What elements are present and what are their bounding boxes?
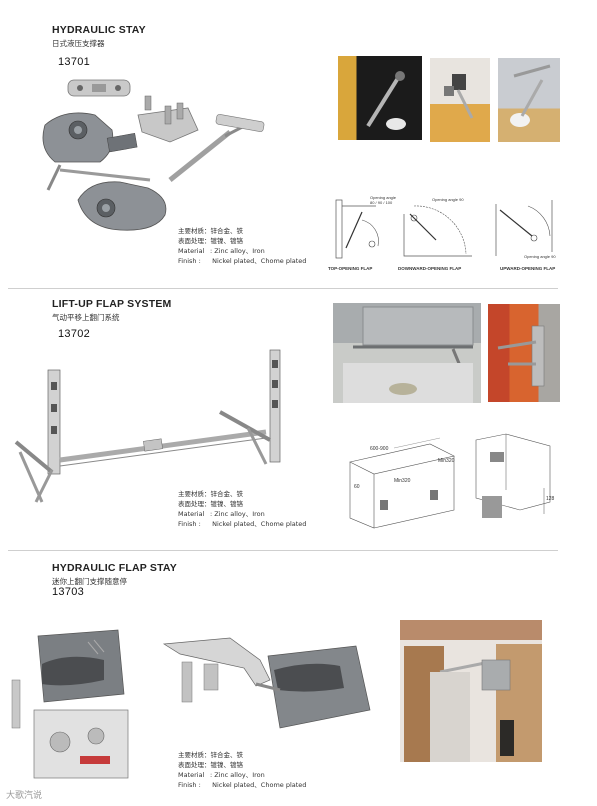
spec-finish-en: Finish : Nickel plated、Chome plated	[178, 519, 306, 529]
section1-code: 13701	[58, 56, 91, 68]
spec-finish-label: Finish :	[178, 781, 201, 789]
photo-downward-opening	[430, 58, 490, 142]
spec-finish-value: Nickel plated、Chome plated	[212, 520, 307, 528]
spec-finish-en: Finish : Nickel plated、Chome plated	[178, 256, 306, 266]
left-bracket	[14, 369, 61, 503]
spec-material-cn: 主要材质：锌合金、铁	[178, 490, 243, 498]
spec-material-label: Material	[178, 771, 205, 779]
diagram-note-1: Opening angle 80 / 90 / 100	[370, 195, 397, 205]
damper-body-upper	[42, 112, 138, 163]
damper-body-lower	[77, 181, 167, 231]
dim-600-900: 600-900	[370, 446, 389, 452]
section3-code: 13703	[52, 586, 85, 598]
diagram-note-3: Opening angle 90	[524, 254, 556, 259]
spec-finish-cn: 表面处理：镀镍、镀铬	[178, 500, 243, 508]
section1-specs: 主要材质：锌合金、铁 表面处理：镀镍、镀铬 Material : Zinc all…	[178, 226, 306, 266]
section3-subtitle: 迷你上翻门支撑随意停	[52, 577, 127, 586]
mounting-plate-small	[67, 79, 131, 97]
diagram-top-opening	[335, 199, 379, 259]
diagram-upward-opening	[495, 200, 553, 256]
stay-arm	[162, 637, 271, 703]
section2-code: 13702	[58, 328, 91, 340]
spec-material-value: : Zinc alloy、Iron	[210, 510, 265, 518]
spec-material-label: Material	[178, 510, 205, 518]
photo-upward-opening	[498, 58, 560, 142]
spec-material-en: Material : Zinc alloy、Iron	[178, 246, 306, 256]
mounting-plate-screws	[137, 95, 199, 143]
spec-finish-label: Finish :	[178, 520, 201, 528]
flap-stay-arm-illustration	[162, 637, 371, 729]
connecting-bar	[59, 429, 267, 467]
flap-stay-cover	[37, 629, 125, 703]
diagram-label-downward-opening: DOWNWARD-OPENING FLAP	[398, 266, 462, 271]
stay-housing	[255, 645, 371, 729]
photo-lift-up-mechanism	[488, 304, 560, 402]
dim-128: 128	[546, 496, 555, 502]
spec-material-cn: 主要材质：锌合金、铁	[178, 751, 243, 759]
spec-material-value: : Zinc alloy、Iron	[210, 771, 265, 779]
spec-material-value: : Zinc alloy、Iron	[210, 247, 265, 255]
flap-stay-unit-illustration	[11, 629, 129, 779]
spec-finish-cn: 表面处理：镀镍、镀铬	[178, 237, 243, 245]
section1-subtitle: 日式液压支撑器	[52, 39, 105, 48]
spec-finish-cn: 表面处理：镀镍、镀铬	[178, 761, 243, 769]
spec-material-en: Material : Zinc alloy、Iron	[178, 770, 306, 780]
diagram-note-2: Opening angle 90	[432, 197, 464, 202]
spec-material-label: Material	[178, 247, 205, 255]
spec-finish-label: Finish :	[178, 257, 201, 265]
photo-top-opening	[338, 56, 422, 140]
photo-flap-stay-installed	[400, 620, 542, 762]
dim-60: 60	[354, 484, 360, 490]
section2-specs: 主要材质：锌合金、铁 表面处理：镀镍、镀铬 Material : Zinc all…	[178, 489, 306, 529]
spec-finish-en: Finish : Nickel plated、Chome plated	[178, 780, 306, 790]
diagram-label-upward-opening: UPWARD-OPENING FLAP	[500, 266, 556, 271]
section3-title: HYDRAULIC FLAP STAY	[52, 562, 177, 574]
section2-subtitle: 气动平移上翻门系统	[52, 313, 120, 322]
right-bracket	[219, 349, 281, 465]
spec-material-cn: 主要材质：锌合金、铁	[178, 227, 243, 235]
spec-material-en: Material : Zinc alloy、Iron	[178, 509, 306, 519]
section1-title: HYDRAULIC STAY	[52, 24, 146, 36]
section-divider-2	[8, 550, 558, 551]
lift-up-flap-illustration	[14, 349, 281, 503]
diagram-cabinet-dimensions	[349, 437, 455, 529]
diagram-label-top-opening: TOP-OPENING FLAP	[328, 266, 373, 271]
spec-finish-value: Nickel plated、Chome plated	[212, 257, 307, 265]
spec-finish-value: Nickel plated、Chome plated	[212, 781, 307, 789]
diagram-bracket-dimensions	[475, 433, 551, 518]
mounting-rail	[11, 679, 21, 729]
flap-stay-mechanism	[33, 709, 129, 779]
section3-specs: 主要材质：锌合金、铁 表面处理：镀镍、镀铬 Material : Zinc all…	[178, 750, 306, 790]
stay-rods	[46, 114, 265, 191]
diagram-downward-opening	[403, 205, 472, 257]
section2-title: LIFT-UP FLAP SYSTEM	[52, 298, 172, 310]
photo-lift-up-cabinet	[333, 303, 481, 403]
hydraulic-stay-illustration	[42, 79, 265, 231]
dim-min320-b: Min320	[394, 478, 411, 484]
watermark-text: 大歌汽说	[6, 791, 43, 801]
section-divider-1	[8, 288, 558, 289]
dim-min320-a: Min320	[438, 458, 455, 464]
